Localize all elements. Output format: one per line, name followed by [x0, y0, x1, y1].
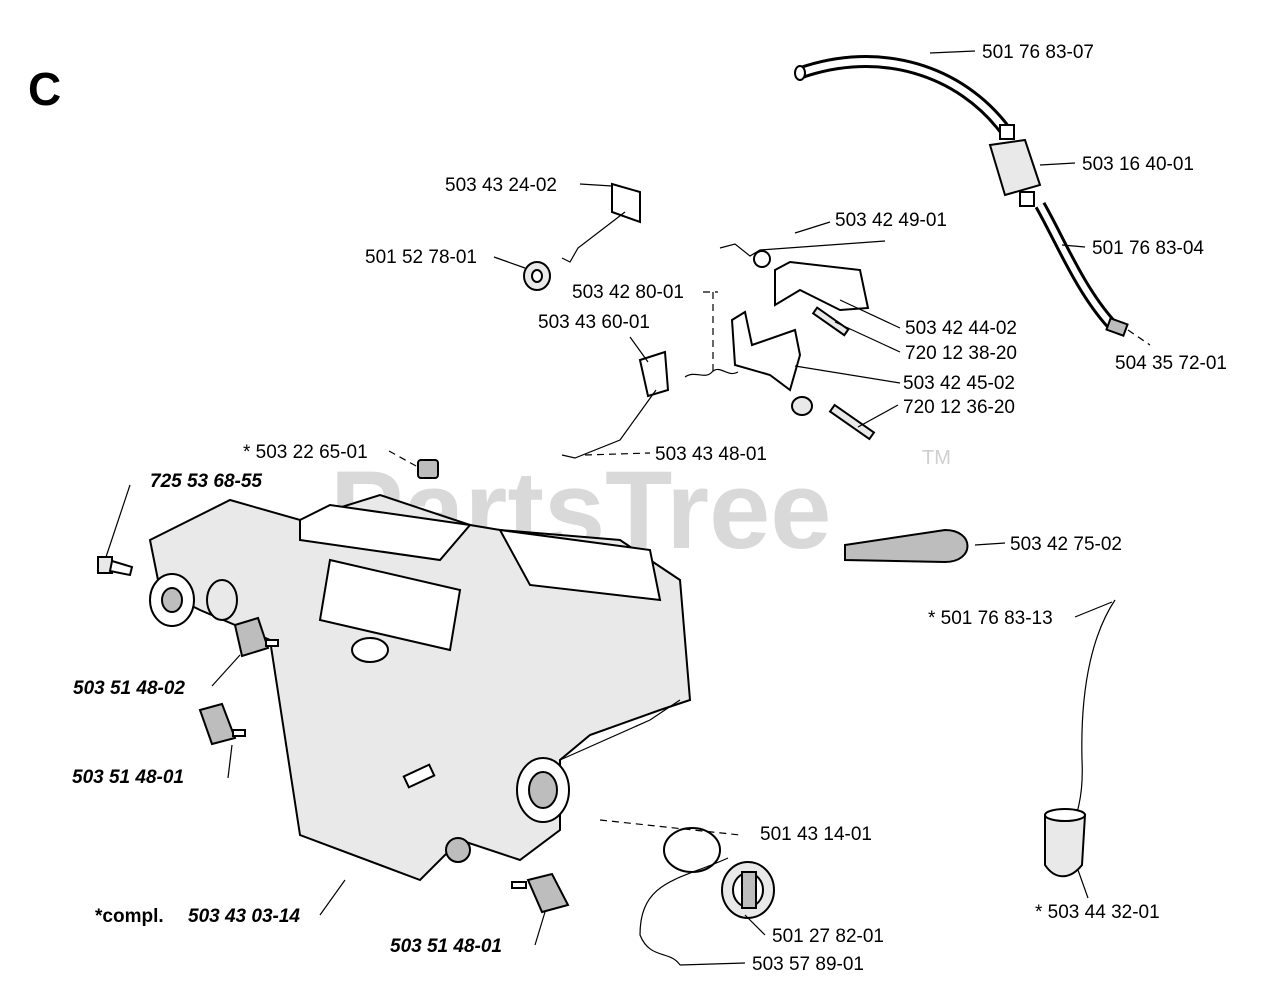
fuel-cap-part: [721, 861, 775, 919]
label-503-51-48-01-b: 503 51 48-01: [390, 936, 502, 957]
screw-part: [97, 556, 134, 577]
grommet-part: [417, 459, 439, 479]
label-503-16-40-01: 503 16 40-01: [1082, 154, 1194, 175]
pickup-hose-part: [1067, 599, 1116, 839]
pin-b-part: [828, 403, 876, 441]
handle-grip-part: [844, 528, 969, 564]
label-503-43-60-01: 503 43 60-01: [538, 312, 650, 333]
label-503-43-48-01: 503 43 48-01: [655, 444, 767, 465]
label-725-53-68-55: 725 53 68-55: [150, 471, 262, 492]
trademark: TM: [922, 447, 951, 469]
label-501-76-83-04: 501 76 83-04: [1092, 238, 1204, 259]
fuel-pickup-filter-part: [1044, 808, 1087, 878]
label-503-43-03-14: 503 43 03-14: [188, 906, 300, 927]
av-buffer-c-part: [511, 872, 570, 914]
small-washer-part: [791, 396, 813, 416]
section-letter: C: [28, 63, 61, 115]
label-720-12-38-20: 720 12 38-20: [905, 343, 1017, 364]
hose-fitting-part: [1105, 317, 1129, 337]
label-503-51-48-01-a: 503 51 48-01: [72, 767, 184, 788]
av-buffer-b-part: [198, 702, 246, 746]
label-503-42-49-01: 503 42 49-01: [835, 210, 947, 231]
av-buffer-a-part: [233, 616, 279, 658]
label-503-42-44-02: 503 42 44-02: [905, 318, 1017, 339]
washer-part: [523, 261, 551, 291]
leader-lines: [105, 50, 1151, 966]
label-503-42-80-01: 503 42 80-01: [572, 282, 684, 303]
label-503-57-89-01: 503 57 89-01: [752, 954, 864, 975]
fuel-filter-part: [988, 124, 1042, 207]
throttle-trigger-part: [730, 310, 802, 392]
choke-rod-part: [719, 240, 886, 268]
label-501-76-83-07: 501 76 83-07: [982, 42, 1094, 63]
cap-strap-part: [639, 857, 729, 966]
label-503-51-48-02: 503 51 48-02: [73, 678, 185, 699]
fuel-hose-short-part: [1034, 202, 1117, 330]
pin-a-part: [811, 306, 850, 337]
fuel-hose-part: [794, 55, 1011, 134]
bracket-part: [561, 182, 641, 263]
label-503-42-45-02: 503 42 45-02: [903, 373, 1015, 394]
throttle-lock-rod-part: [561, 350, 670, 459]
spring-part: [684, 368, 739, 378]
label-503-43-24-02: 503 43 24-02: [445, 175, 557, 196]
label-503-42-75-02: 503 42 75-02: [1010, 534, 1122, 555]
label-501-76-83-13: * 501 76 83-13: [928, 608, 1053, 629]
label-compl: *compl.: [95, 906, 164, 927]
label-720-12-36-20: 720 12 36-20: [903, 397, 1015, 418]
label-503-22-65-01: * 503 22 65-01: [243, 442, 368, 463]
label-501-27-82-01: 501 27 82-01: [772, 926, 884, 947]
fuel-tank-housing-part: [148, 493, 692, 882]
label-501-52-78-01: 501 52 78-01: [365, 247, 477, 268]
throttle-lever-part: [774, 260, 870, 312]
label-503-44-32-01: * 503 44 32-01: [1035, 902, 1160, 923]
label-504-35-72-01: 504 35 72-01: [1115, 353, 1227, 374]
label-501-43-14-01: 501 43 14-01: [760, 824, 872, 845]
